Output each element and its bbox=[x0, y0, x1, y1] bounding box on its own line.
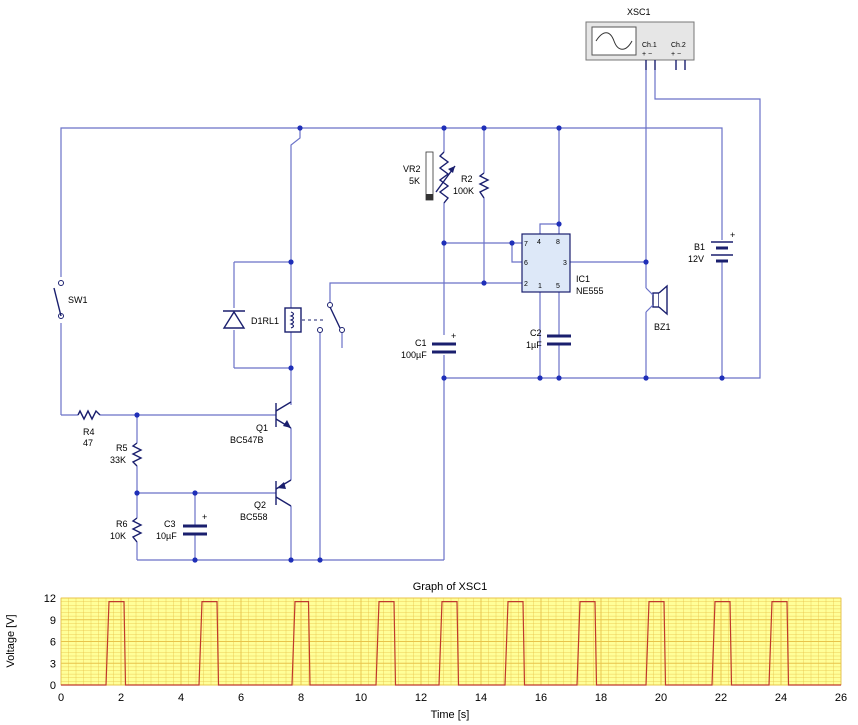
capacitor-c2[interactable]: C2 1µF bbox=[526, 328, 571, 350]
oscilloscope-ch1-pins: + − bbox=[642, 51, 652, 58]
capacitor-c3[interactable]: + C3 10µF bbox=[156, 512, 207, 541]
ic-pin-6: 6 bbox=[524, 260, 528, 267]
graph-trace-ch1 bbox=[61, 601, 841, 686]
r2-name: R2 bbox=[461, 174, 473, 184]
transistor-q1[interactable]: Q1 BC547B bbox=[230, 401, 292, 445]
x-tick-label: 4 bbox=[178, 692, 184, 704]
b1-name: B1 bbox=[694, 242, 705, 252]
r2-value: 100K bbox=[453, 186, 474, 196]
bz1-label: BZ1 bbox=[654, 322, 671, 332]
ic-name: IC1 bbox=[576, 274, 590, 284]
x-tick-label: 10 bbox=[355, 692, 367, 704]
c3-plus: + bbox=[202, 512, 207, 522]
ic-pin-3: 3 bbox=[563, 260, 567, 267]
wires bbox=[60, 70, 761, 561]
transistor-q2[interactable]: Q2 BC558 bbox=[240, 479, 292, 522]
c1-plus: + bbox=[451, 331, 456, 341]
relay-rl1[interactable]: D1RL1 bbox=[251, 302, 345, 333]
ic-pin-2: 2 bbox=[524, 281, 528, 288]
r5-name: R5 bbox=[116, 443, 128, 453]
r6-name: R6 bbox=[116, 519, 128, 529]
x-tick-label: 16 bbox=[535, 692, 547, 704]
x-tick-label: 24 bbox=[775, 692, 787, 704]
vr2-value: 5K bbox=[409, 176, 420, 186]
sw1-label: SW1 bbox=[68, 295, 88, 305]
b1-plus: + bbox=[730, 230, 735, 240]
y-tick-label: 9 bbox=[50, 615, 56, 627]
resistor-r4[interactable]: R4 47 bbox=[77, 409, 101, 448]
q2-value: BC558 bbox=[240, 512, 268, 522]
vr2-name: VR2 bbox=[403, 164, 421, 174]
ic-pin-1: 1 bbox=[538, 283, 542, 290]
battery-b1[interactable]: + B1 12V bbox=[688, 230, 735, 264]
y-tick-label: 12 bbox=[44, 593, 56, 605]
junction-dots bbox=[134, 125, 725, 563]
oscilloscope-ch1-label: Ch.1 bbox=[642, 42, 657, 49]
resistor-r6[interactable]: R6 10K bbox=[110, 517, 143, 543]
x-tick-label: 8 bbox=[298, 692, 304, 704]
x-tick-label: 0 bbox=[58, 692, 64, 704]
y-tick-label: 0 bbox=[50, 680, 56, 692]
y-tick-label: 6 bbox=[50, 637, 56, 649]
potentiometer-vr2[interactable]: VR2 5K bbox=[403, 151, 456, 204]
oscilloscope-label: XSC1 bbox=[627, 7, 651, 17]
ic-ne555[interactable]: 4 8 7 6 3 2 1 5 IC1 NE555 bbox=[521, 233, 604, 296]
oscilloscope-xsc1[interactable]: XSC1 Ch.1 Ch.2 + − + − bbox=[585, 7, 695, 70]
graph-grid bbox=[60, 597, 842, 686]
graph-ylabel: Voltage [V] bbox=[5, 614, 17, 667]
x-tick-label: 14 bbox=[475, 692, 487, 704]
buzzer-bz1[interactable]: BZ1 bbox=[645, 284, 671, 332]
r6-value: 10K bbox=[110, 531, 126, 541]
oscilloscope-ch2-pins: + − bbox=[671, 51, 681, 58]
graph-y-ticks: 0 3 6 9 12 bbox=[44, 593, 56, 692]
diode-d1[interactable] bbox=[222, 310, 246, 329]
oscilloscope-ch2-label: Ch.2 bbox=[671, 42, 686, 49]
ic-pin-7: 7 bbox=[524, 241, 528, 248]
ic-pin-4: 4 bbox=[537, 239, 541, 246]
x-tick-label: 22 bbox=[715, 692, 727, 704]
y-tick-label: 3 bbox=[50, 658, 56, 670]
q1-name: Q1 bbox=[256, 423, 268, 433]
x-tick-label: 26 bbox=[835, 692, 847, 704]
r5-value: 33K bbox=[110, 455, 126, 465]
c3-name: C3 bbox=[164, 519, 176, 529]
c3-value: 10µF bbox=[156, 531, 177, 541]
graph-title: Graph of XSC1 bbox=[413, 581, 488, 593]
resistor-r2[interactable]: R2 100K bbox=[453, 172, 490, 199]
x-tick-label: 18 bbox=[595, 692, 607, 704]
x-tick-label: 2 bbox=[118, 692, 124, 704]
r4-name: R4 bbox=[83, 427, 95, 437]
ic-value: NE555 bbox=[576, 286, 604, 296]
x-tick-label: 6 bbox=[238, 692, 244, 704]
b1-value: 12V bbox=[688, 254, 704, 264]
capacitor-c1[interactable]: + C1 100µF bbox=[401, 331, 456, 360]
c2-name: C2 bbox=[530, 328, 542, 338]
q1-value: BC547B bbox=[230, 435, 264, 445]
x-tick-label: 12 bbox=[415, 692, 427, 704]
r4-value: 47 bbox=[83, 438, 93, 448]
c2-value: 1µF bbox=[526, 340, 542, 350]
graph-xlabel: Time [s] bbox=[431, 709, 470, 721]
x-tick-label: 20 bbox=[655, 692, 667, 704]
relay-label: D1RL1 bbox=[251, 316, 279, 326]
q2-name: Q2 bbox=[254, 500, 266, 510]
resistor-r5[interactable]: R5 33K bbox=[110, 442, 143, 467]
c1-value: 100µF bbox=[401, 350, 427, 360]
c1-name: C1 bbox=[415, 338, 427, 348]
ic-pin-8: 8 bbox=[556, 239, 560, 246]
ic-pin-5: 5 bbox=[556, 283, 560, 290]
switch-sw1[interactable]: SW1 bbox=[53, 280, 88, 319]
